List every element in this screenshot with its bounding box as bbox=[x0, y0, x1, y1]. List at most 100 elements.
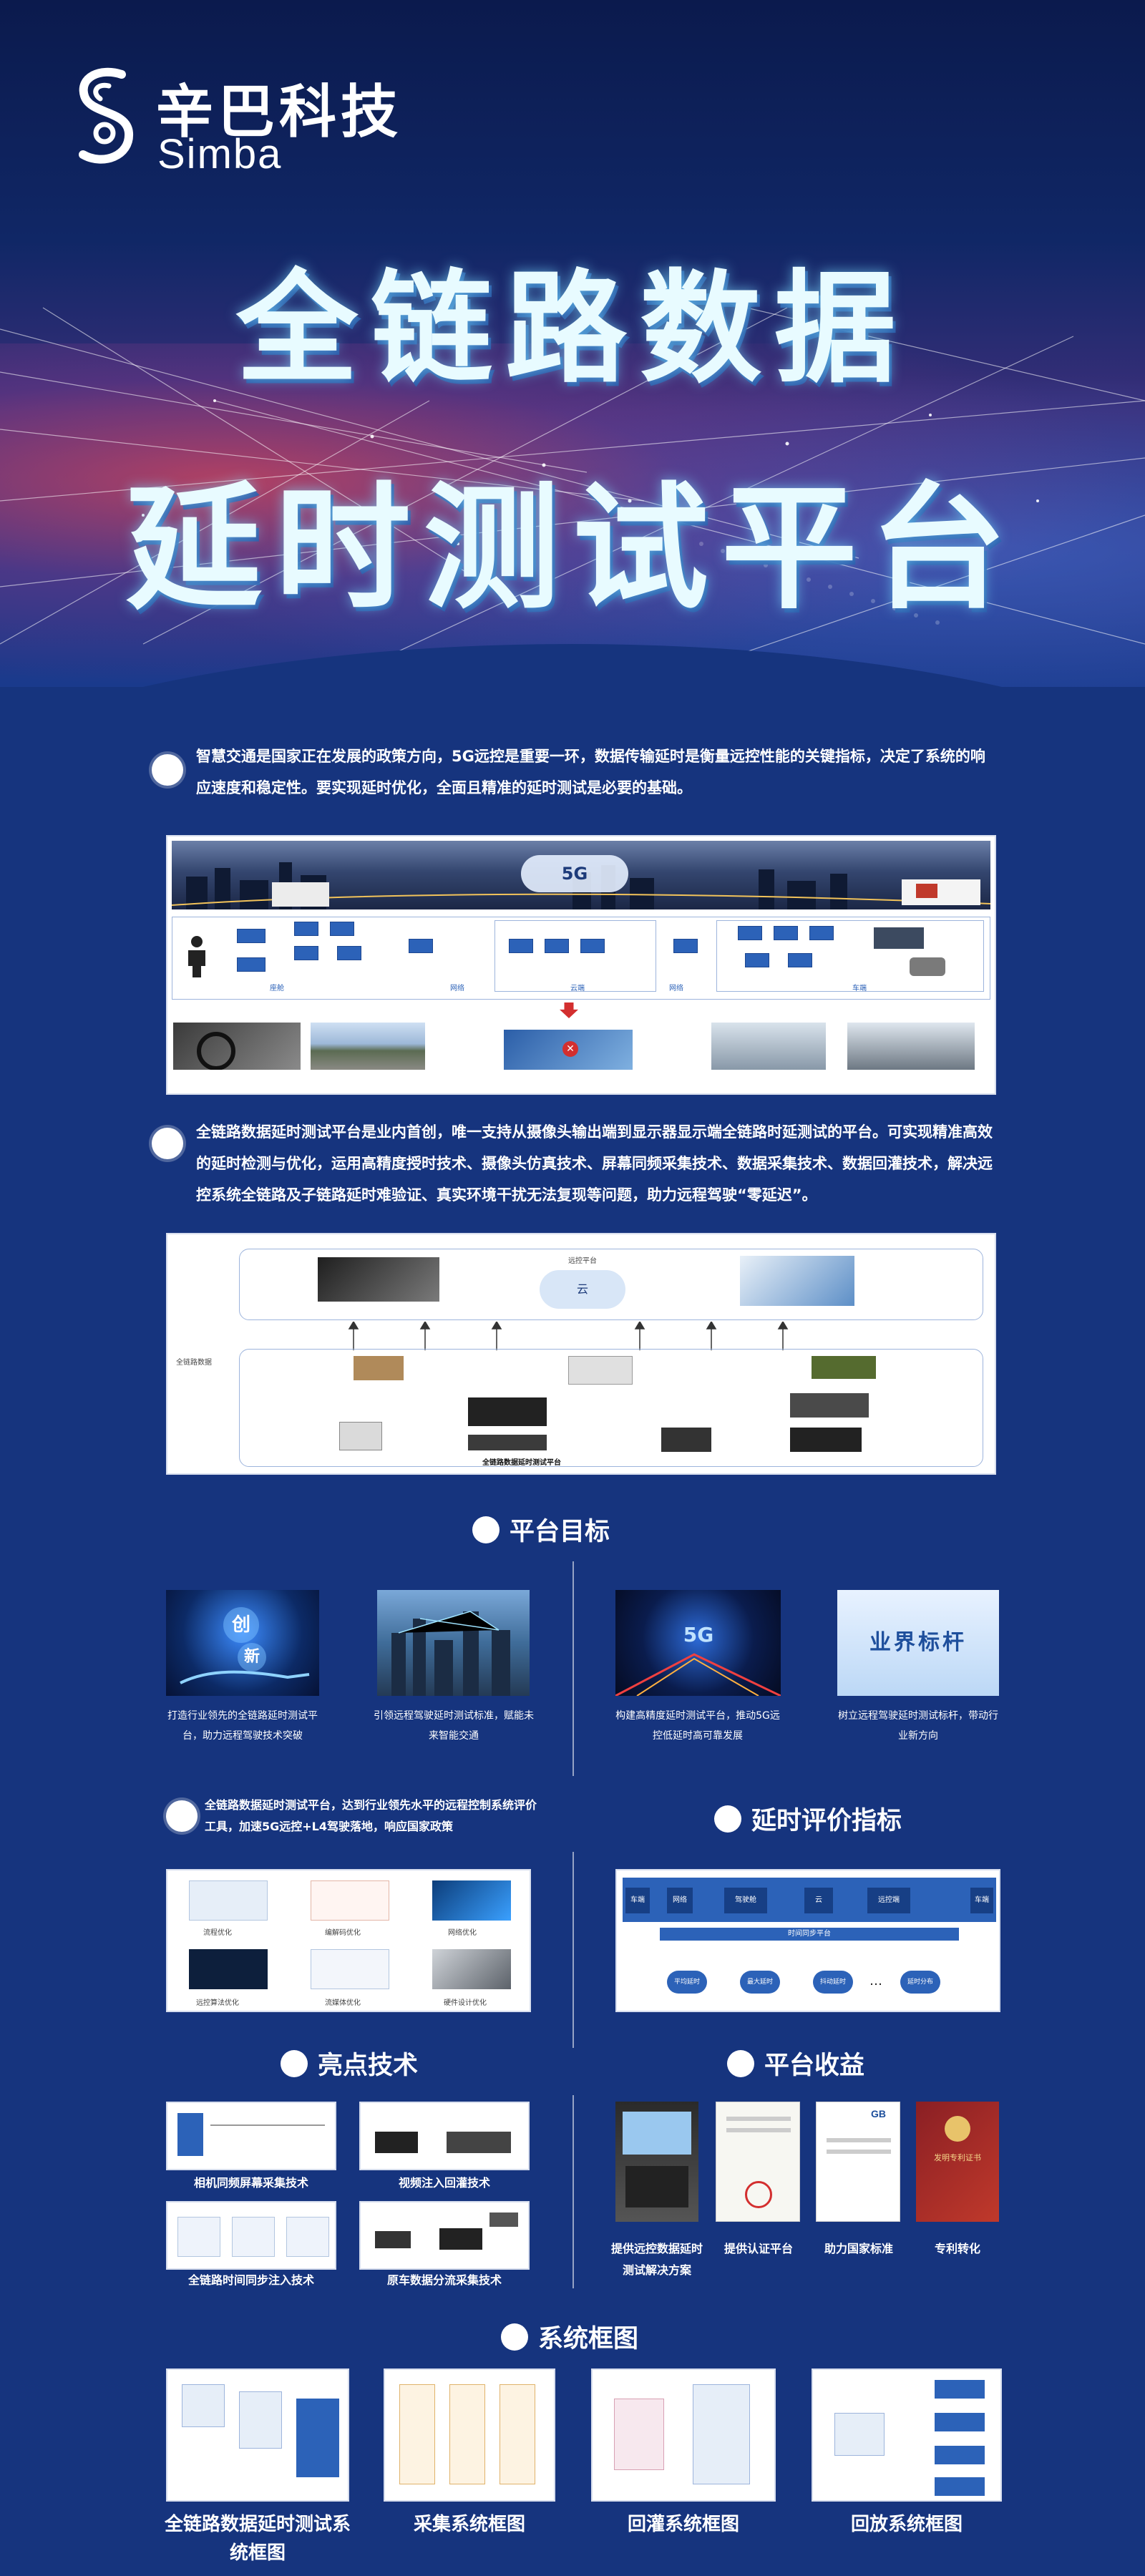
arch-block bbox=[935, 2413, 985, 2431]
hardware-opt-image bbox=[432, 1949, 511, 1989]
city-panorama-image: 5G bbox=[172, 841, 990, 909]
5g-badge: 5G bbox=[683, 1623, 714, 1646]
5g-cloud-badge: 5G bbox=[521, 855, 628, 892]
latency-index-diagram: 车端 网络 驾驶舱 云 远控端 车端 时间同步平台 平均延时 最大延时 抖动延时… bbox=[615, 1869, 1000, 2012]
benefit-caption-3: 助力国家标准 bbox=[824, 2242, 893, 2255]
simba-logo-icon bbox=[79, 67, 133, 164]
city-skyline-icon bbox=[172, 862, 990, 909]
cloud-icon: 云 bbox=[540, 1270, 625, 1309]
test-platform-architecture-diagram: 远控平台 云 全链路数据 全链路数据延时测试平台 bbox=[166, 1233, 996, 1475]
section-title-architecture: 系统框图 bbox=[501, 2318, 638, 2355]
zone-label-network: 网络 bbox=[450, 985, 464, 992]
process-opt-image bbox=[189, 1880, 268, 1921]
highlight-caption-2: 视频注入回灌技术 bbox=[398, 2176, 490, 2190]
road-lights-icon bbox=[615, 1653, 781, 1696]
hand-icon bbox=[180, 1670, 310, 1684]
hl-block bbox=[489, 2212, 518, 2227]
architecture-image-4 bbox=[812, 2368, 1002, 2502]
flow-box bbox=[337, 946, 361, 960]
goal-image-innovation: 创 新 bbox=[166, 1590, 319, 1696]
patent-label: 发明专利证书 bbox=[934, 2153, 981, 2162]
highlight-caption-4: 原车数据分流采集技术 bbox=[386, 2273, 502, 2287]
red-down-arrow-icon bbox=[560, 1002, 578, 1018]
opt-caption-2: 编解码优化 bbox=[325, 1929, 361, 1937]
section-label-benefits: 平台收益 bbox=[764, 2051, 865, 2080]
upward-arrows bbox=[348, 1322, 789, 1350]
zone-label-cloud: 云端 bbox=[570, 985, 585, 992]
opt-caption-4: 远控算法优化 bbox=[196, 1999, 239, 2007]
brand-name-cn: 辛巴科技 bbox=[156, 79, 402, 145]
full-link-data-label: 全链路数据 bbox=[176, 1359, 212, 1367]
index-divider bbox=[572, 1852, 574, 2048]
flow-box bbox=[774, 926, 798, 940]
section-label-goals: 平台目标 bbox=[510, 1518, 610, 1546]
innovation-badge-2: 新 bbox=[238, 1643, 266, 1672]
arch-block bbox=[614, 2399, 664, 2470]
pill-distribution: 延时分布 bbox=[900, 1971, 940, 1994]
flow-box bbox=[409, 939, 433, 953]
injection-board-photo bbox=[812, 1356, 876, 1379]
opt-caption-3: 网络优化 bbox=[448, 1929, 477, 1937]
index-label-vehicle-end: 车端 bbox=[970, 1888, 993, 1913]
zone-label-cockpit: 座舱 bbox=[270, 985, 284, 992]
remote-driving-diagram: 5G 座舱 网络 云端 网络 车端 ✕ bbox=[166, 835, 996, 1095]
section-label-architecture: 系统框图 bbox=[538, 2325, 639, 2353]
index-label-vehicle: 车端 bbox=[625, 1888, 650, 1913]
realtime-ipc-photo bbox=[790, 1428, 862, 1452]
highlights-divider bbox=[572, 2095, 574, 2288]
pill-jitter: 抖动延时 bbox=[813, 1971, 853, 1994]
index-label-remote: 远控端 bbox=[867, 1888, 910, 1913]
section-title-latency-index: 延时评价指标 bbox=[714, 1800, 902, 1837]
brand-logo: 辛巴科技 Simba bbox=[72, 59, 444, 180]
flow-diagram: 座舱 网络 云端 网络 车端 bbox=[172, 917, 990, 1000]
intro-bullet-icon bbox=[152, 754, 183, 786]
acquisition-ipc-photo bbox=[661, 1428, 711, 1452]
benefit-image-solution bbox=[615, 2102, 698, 2222]
screen-block bbox=[623, 2112, 691, 2155]
hl-block bbox=[447, 2132, 511, 2153]
error-icon: ✕ bbox=[562, 1041, 578, 1057]
flow-box bbox=[788, 953, 812, 967]
latency-note-paragraph: 全链路数据延时测试平台，达到行业领先水平的远程控制系统评价工具，加速5G远控+L… bbox=[205, 1798, 537, 1833]
city-network-icon bbox=[391, 1611, 510, 1696]
opt-caption-1: 流程优化 bbox=[203, 1929, 232, 1937]
gb-badge: GB bbox=[871, 2108, 886, 2119]
flow-box bbox=[809, 926, 834, 940]
benefit-image-standard: GB bbox=[816, 2102, 900, 2222]
hl-block bbox=[286, 2217, 329, 2257]
test-server-photo bbox=[468, 1397, 547, 1426]
hl-block bbox=[177, 2217, 220, 2257]
remote-platform-label: 远控平台 bbox=[568, 1257, 597, 1265]
goal-caption-4: 树立远程驾驶延时测试标杆，带动行业新方向 bbox=[838, 1710, 998, 1742]
architecture-caption-3: 回灌系统框图 bbox=[627, 2514, 739, 2535]
opt-caption-6: 硬件设计优化 bbox=[444, 1999, 487, 2007]
hl-block bbox=[232, 2217, 275, 2257]
section-dot-icon bbox=[727, 2049, 754, 2077]
hero-glow bbox=[0, 343, 1145, 687]
road-photo bbox=[311, 1023, 425, 1070]
goal-caption-1: 打造行业领先的全链路延时测试平台，助力远程驾驶技术突破 bbox=[167, 1710, 318, 1742]
doc-line bbox=[827, 2138, 891, 2142]
opt-caption-5: 流媒体优化 bbox=[325, 1999, 361, 2007]
remote-platform-zone bbox=[239, 1249, 983, 1320]
architecture-image-3 bbox=[591, 2368, 776, 2502]
arch-block bbox=[182, 2384, 225, 2427]
flow-box bbox=[745, 953, 769, 967]
platform-software-photo bbox=[468, 1435, 547, 1450]
vehicle-zone bbox=[716, 920, 984, 992]
arch-block bbox=[296, 2399, 339, 2477]
benefit-image-patent: 发明专利证书 bbox=[916, 2102, 999, 2222]
section-title-goals: 平台目标 bbox=[472, 1511, 610, 1548]
seal-icon bbox=[745, 2181, 772, 2208]
road-thumb bbox=[874, 927, 924, 949]
hero-title-line1: 全链路数据 bbox=[235, 258, 909, 400]
flow-box bbox=[237, 957, 265, 972]
arch-block bbox=[935, 2446, 985, 2464]
highlight-image-3 bbox=[166, 2201, 336, 2270]
scene-replay-photo bbox=[790, 1393, 869, 1418]
hl-block bbox=[177, 2113, 203, 2156]
zone-label-network-2: 网络 bbox=[669, 985, 683, 992]
section-label-highlights: 亮点技术 bbox=[318, 2051, 419, 2080]
rack-block bbox=[625, 2166, 688, 2207]
streaming-opt-image bbox=[311, 1949, 389, 1989]
